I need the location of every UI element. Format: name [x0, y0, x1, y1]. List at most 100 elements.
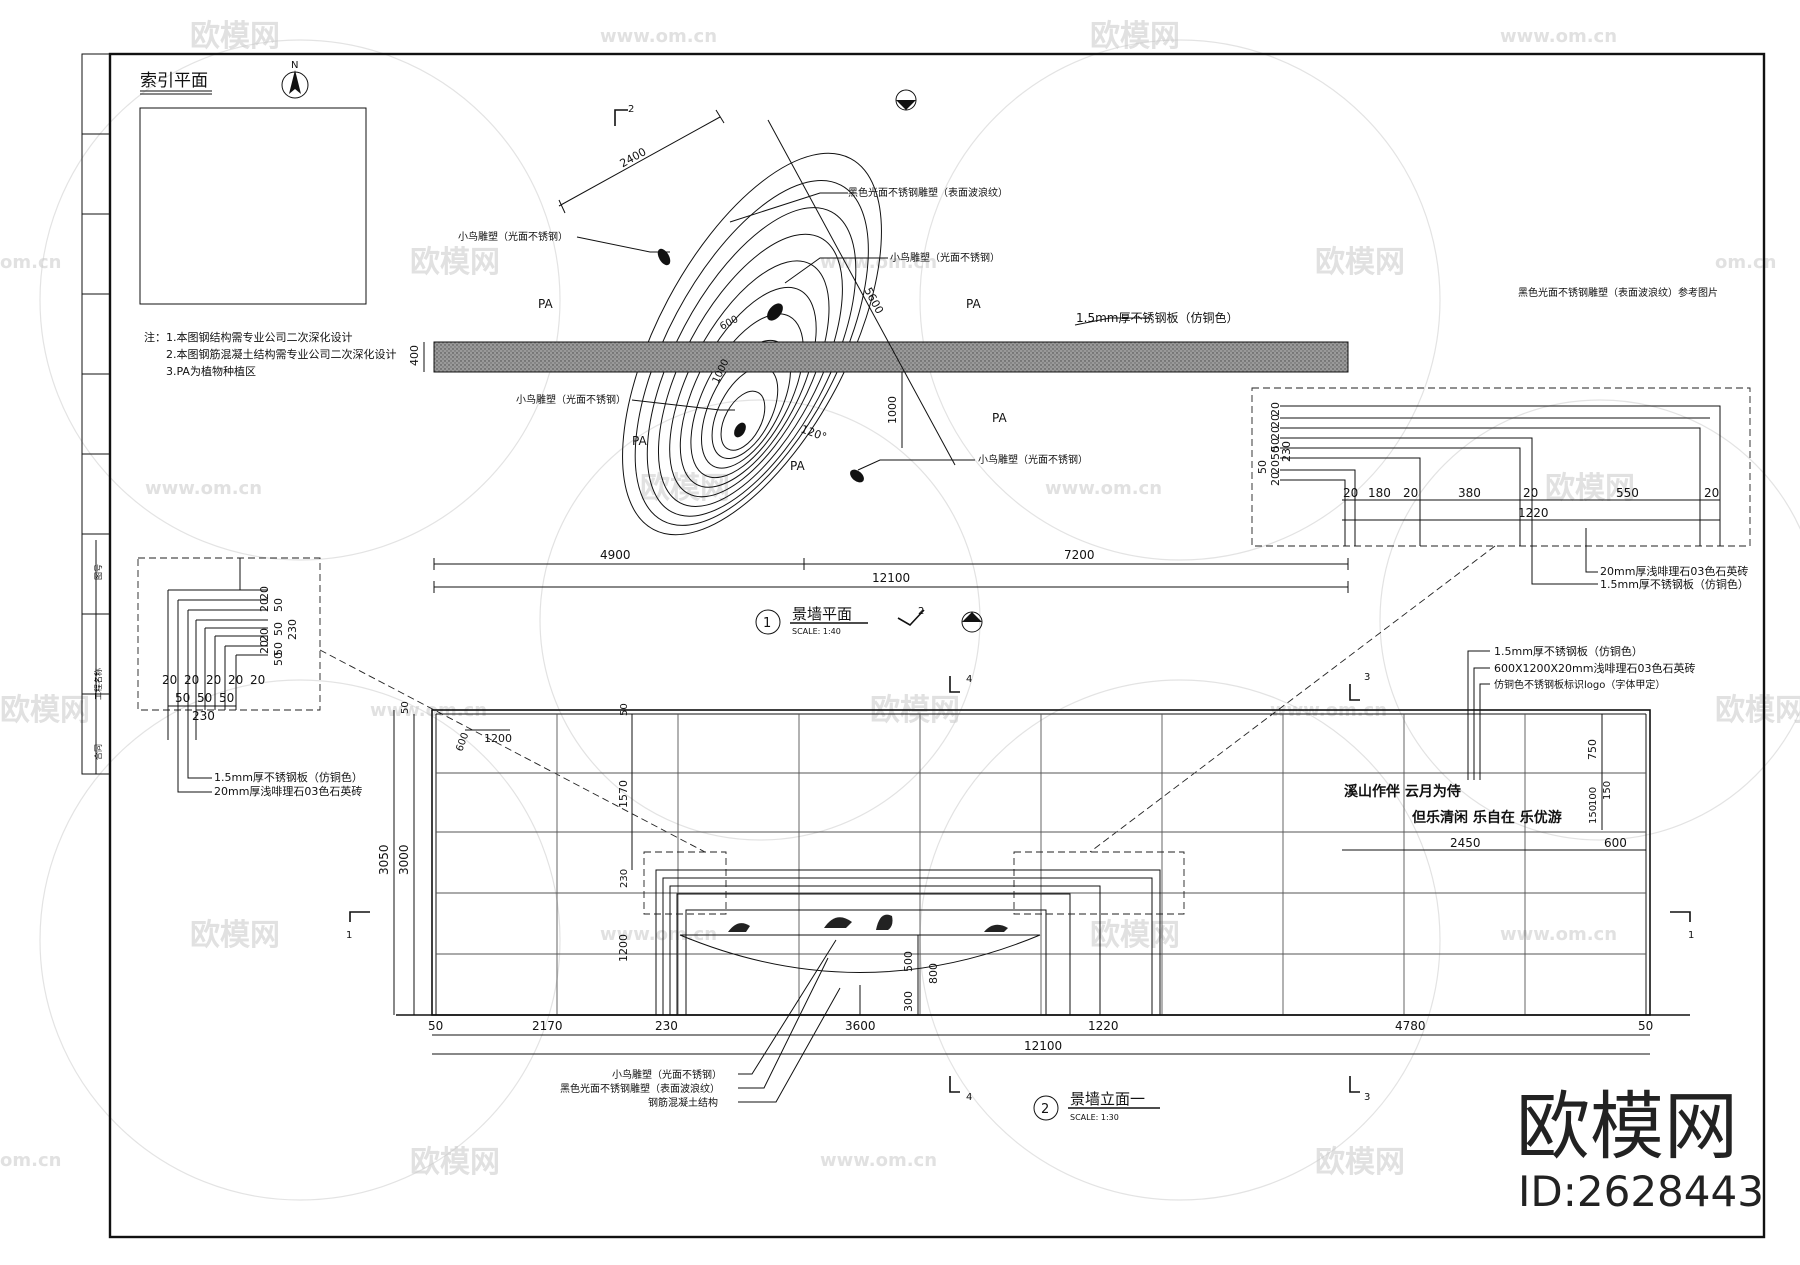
elevation-scale: SCALE: 1:30 [1070, 1113, 1119, 1122]
callout-stone: 20mm厚浅啡理石03色石英砖 [214, 784, 362, 798]
brand-watermark: 欧模网 ID:2628443 [1516, 1084, 1764, 1216]
svg-text:50: 50 [1269, 438, 1282, 452]
drawing-number-badge [755, 609, 781, 635]
zone-label-pa: PA [790, 459, 805, 473]
watermark-brand: 欧模网 [410, 245, 500, 280]
callout-top: 1.5mm厚不锈钢板（仿铜色） [1494, 644, 1643, 658]
dim-line-2400 [558, 116, 721, 207]
svg-text:380: 380 [1458, 486, 1481, 500]
watermark-brand: 欧模网 [1090, 19, 1180, 54]
svg-text:50: 50 [272, 598, 285, 612]
dim-1000: 1000 [886, 396, 899, 424]
notes-block: 注： 1.本图钢结构需专业公司二次深化设计 2.本图钢筋混凝土结构需专业公司二次… [144, 330, 397, 378]
svg-text:180: 180 [1368, 486, 1391, 500]
watermark-url: om.cn [0, 252, 61, 273]
svg-text:230: 230 [655, 1019, 678, 1033]
dim-7200: 7200 [1064, 548, 1095, 562]
drawing-number: 1 [763, 616, 771, 631]
svg-text:1: 1 [1688, 930, 1694, 941]
plan-view: PA PA PA PA PA 2400 5600 600 1000 1000 1… [408, 89, 1718, 636]
watermark-brand: 欧模网 [1715, 693, 1800, 728]
callout-stone: 20mm厚浅啡理石03色石英砖 [1600, 564, 1748, 578]
brand-logo-text: 欧模网 [1516, 1084, 1738, 1170]
callout-bottom: 钢筋混凝土结构 [648, 1096, 718, 1109]
svg-text:20: 20 [258, 598, 271, 612]
dim-12100: 12100 [1024, 1039, 1062, 1053]
svg-text:20: 20 [258, 586, 271, 600]
svg-text:3600: 3600 [845, 1019, 876, 1033]
zone-label-pa: PA [992, 411, 1007, 425]
svg-text:50: 50 [400, 701, 411, 714]
watermark-url: www.om.cn [600, 26, 717, 47]
svg-text:230: 230 [286, 619, 299, 640]
north-arrow-icon: N [281, 60, 309, 99]
svg-text:500: 500 [902, 951, 915, 972]
sheet-frame: 合同 工程名称 图号 [81, 52, 1766, 1239]
watermark-url: www.om.cn [1500, 26, 1617, 47]
svg-text:20: 20 [228, 673, 243, 687]
stepped-frame [655, 869, 1161, 1015]
plan-scale: SCALE: 1:40 [792, 627, 841, 636]
svg-text:20: 20 [258, 640, 271, 654]
plan-title: 景墙平面 [792, 605, 852, 623]
svg-text:20: 20 [184, 673, 199, 687]
dim-400: 400 [408, 345, 421, 366]
watermark-url: www.om.cn [1500, 924, 1617, 945]
svg-text:20: 20 [1269, 402, 1282, 416]
index-plan: 索引平面 N [139, 60, 367, 305]
svg-text:20: 20 [1403, 486, 1418, 500]
dim-2400: 2400 [618, 145, 649, 170]
svg-text:50: 50 [175, 691, 190, 705]
svg-text:50: 50 [272, 642, 285, 656]
index-plan-title: 索引平面 [140, 71, 208, 91]
drawing-number: 2 [1041, 1102, 1049, 1117]
watermark-brand: 欧模网 [190, 19, 280, 54]
section-symbol-icon [895, 89, 983, 633]
svg-text:3: 3 [1364, 672, 1370, 683]
svg-text:50: 50 [219, 691, 234, 705]
svg-text:230: 230 [619, 869, 630, 888]
svg-text:4: 4 [966, 1092, 972, 1103]
svg-text:20: 20 [1523, 486, 1538, 500]
detail-right: 20 20 20 50 230 20 20 50 50 20 180 20 38… [1089, 387, 1751, 853]
detail-left: 20 20 50 20 20 50 230 50 50 20 20 20 20 … [137, 557, 706, 853]
svg-text:50: 50 [272, 652, 285, 666]
svg-text:600: 600 [1604, 836, 1627, 850]
svg-text:50: 50 [272, 622, 285, 636]
elevation-title: 景墙立面一 [1070, 1090, 1145, 1108]
callout-steel: 1.5mm厚不锈钢板（仿铜色） [214, 770, 363, 784]
svg-text:20: 20 [258, 628, 271, 642]
dim-line-5600 [767, 119, 956, 466]
svg-text:800: 800 [927, 963, 940, 984]
sculpture-bowl [679, 934, 1041, 973]
callout-steel: 1.5mm厚不锈钢板（仿铜色） [1600, 577, 1749, 591]
svg-text:20: 20 [1343, 486, 1358, 500]
detail-total: 230 [192, 709, 215, 723]
svg-text:50: 50 [1638, 1019, 1653, 1033]
section-mark-label: 2 [918, 606, 924, 617]
zone-label-pa: PA [966, 297, 981, 311]
svg-text:20: 20 [1704, 486, 1719, 500]
watermark-url: www.om.cn [820, 252, 937, 273]
svg-text:N: N [291, 60, 298, 71]
callout-top: 仿铜色不锈钢板标识logo（字体甲定） [1494, 678, 1665, 691]
callout-bird: 小鸟雕塑（光面不锈钢） [978, 453, 1088, 466]
slogan-line: 但乐清闲 乐自在 乐优游 [1411, 809, 1562, 826]
title-strip-label: 图号 [94, 564, 103, 580]
section-mark [897, 609, 925, 627]
svg-text:50: 50 [197, 691, 212, 705]
section-mark-label: 2 [628, 104, 634, 115]
svg-text:1200: 1200 [484, 732, 512, 745]
svg-text:20: 20 [1269, 414, 1282, 428]
svg-text:20: 20 [1269, 460, 1282, 474]
detail-total: 1220 [1518, 506, 1549, 520]
watermark-brand: 欧模网 [1315, 245, 1405, 280]
dim-3000: 3000 [397, 844, 411, 875]
svg-text:150: 150 [1602, 781, 1613, 800]
svg-text:1200: 1200 [617, 934, 630, 962]
watermark-url: www.om.cn [820, 1150, 937, 1171]
svg-text:2170: 2170 [532, 1019, 563, 1033]
svg-text:20: 20 [162, 673, 177, 687]
svg-text:300: 300 [902, 991, 915, 1012]
drawing-number-badge [1033, 1095, 1059, 1121]
